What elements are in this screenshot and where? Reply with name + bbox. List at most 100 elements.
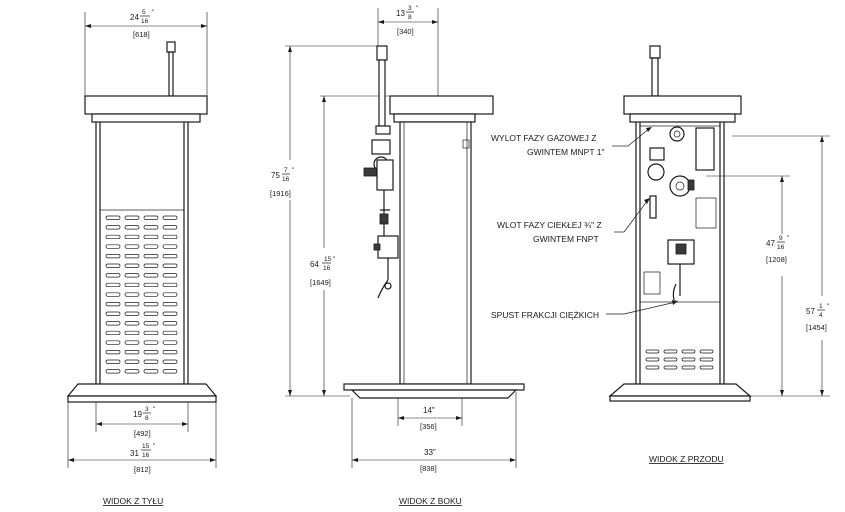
rear-base-width-den: 16 (142, 452, 150, 459)
side-cabinet-height-unit: " (333, 256, 336, 263)
side-view-label: WIDOK Z BOKU (399, 496, 462, 506)
louver-slot (124, 302, 140, 307)
louver-slot (105, 302, 121, 307)
side-base-width-mm: [838] (420, 464, 437, 473)
louver-slot (162, 311, 178, 316)
louver-slot (162, 225, 178, 230)
louver-slot (143, 311, 159, 316)
callout-heavy-drain: SPUST FRAKCJI CIĘŻKICH (491, 310, 599, 320)
front-gas-height-num: 1 (819, 303, 823, 310)
louver-slot (143, 282, 159, 288)
side-total-height-whole: 75 (271, 171, 280, 180)
louver-slot (143, 369, 159, 374)
rear-base-width-mm: [812] (134, 465, 151, 474)
louver-slot (681, 349, 696, 354)
front-view: 47 9 16 " [1208] 57 1 4 " [1454] WYLOT F… (491, 45, 843, 464)
rear-vent-louvers (105, 215, 178, 374)
louver-slot (105, 263, 121, 268)
louver-slot (162, 302, 178, 307)
louver-slot (162, 369, 178, 374)
louver-slot (143, 330, 159, 336)
louver-slot (162, 215, 178, 220)
front-gas-height-whole: 57 (806, 307, 815, 316)
side-cabinet-height-den: 16 (323, 265, 331, 272)
louver-slot (124, 234, 140, 240)
louver-slot (681, 365, 696, 370)
louver-slot (162, 359, 178, 364)
louver-slot (681, 357, 696, 362)
louver-slot (105, 215, 121, 220)
louver-slot (143, 225, 159, 230)
side-base-width: 33" (424, 448, 436, 457)
side-top-width-unit: " (416, 5, 419, 12)
louver-slot (124, 254, 140, 259)
louver-slot (645, 357, 660, 362)
louver-slot (124, 215, 140, 220)
side-top-width-mm: [340] (397, 27, 414, 36)
callout-gas-outlet-line1: WYLOT FAZY GAZOWEJ Z (491, 133, 596, 143)
front-liquid-height-num: 9 (779, 235, 783, 242)
louver-slot (162, 234, 178, 240)
louver-slot (645, 365, 660, 370)
side-top-width-num: 3 (408, 5, 412, 12)
side-cabinet-height-whole: 64 (310, 260, 319, 269)
louver-slot (699, 357, 714, 362)
louver-slot (124, 340, 140, 345)
louver-slot (105, 359, 121, 364)
louver-slot (105, 244, 121, 249)
louver-slot (105, 225, 121, 230)
callout-gas-outlet-line2: GWINTEM MNPT 1" (527, 147, 604, 157)
side-inner-width-mm: [356] (420, 422, 437, 431)
louver-slot (124, 330, 140, 336)
louver-slot (124, 244, 140, 249)
rear-base-width-whole: 31 (130, 449, 139, 458)
side-top-width-den: 8 (408, 14, 412, 21)
louver-slot (124, 311, 140, 316)
louver-slot (143, 263, 159, 268)
louver-slot (105, 292, 121, 297)
side-view: 13 3 8 " [340] 75 7 16 " [1916] 64 15 16… (268, 5, 525, 506)
louver-slot (143, 254, 159, 259)
louver-slot (162, 282, 178, 288)
louver-slot (143, 359, 159, 364)
louver-slot (645, 349, 660, 354)
callout-liquid-inlet-line2: GWINTEM FNPT (533, 234, 599, 244)
louver-slot (105, 273, 121, 278)
louver-slot (162, 273, 178, 278)
louver-slot (105, 311, 121, 316)
louver-slot (699, 349, 714, 354)
front-vent-louvers (645, 349, 714, 370)
louver-slot (124, 225, 140, 230)
side-total-height-mm: [1916] (270, 189, 291, 198)
rear-top-width-num: 5 (142, 9, 146, 16)
louver-slot (105, 350, 121, 355)
front-view-label: WIDOK Z PRZODU (649, 454, 724, 464)
louver-slot (143, 273, 159, 278)
louver-slot (124, 273, 140, 278)
front-liquid-height-whole: 47 (766, 239, 775, 248)
rear-view: 24 5 16 " [618] 19 3 8 " [492] (66, 9, 218, 506)
louver-slot (699, 365, 714, 370)
front-gas-height-mm: [1454] (806, 323, 827, 332)
louver-slot (124, 292, 140, 297)
louver-slot (105, 321, 121, 326)
louver-slot (162, 254, 178, 259)
louver-slot (663, 349, 678, 354)
rear-base-width-unit: " (153, 443, 156, 450)
louver-slot (162, 350, 178, 355)
louver-slot (124, 282, 140, 288)
rear-inner-width-mm: [492] (134, 429, 151, 438)
louver-slot (143, 244, 159, 249)
rear-top-width-den: 16 (141, 18, 149, 25)
side-inner-width: 14" (423, 406, 435, 415)
louver-slot (143, 234, 159, 240)
louver-slot (105, 282, 121, 288)
louver-slot (143, 292, 159, 297)
rear-inner-width-unit: " (153, 406, 156, 413)
louver-slot (124, 369, 140, 374)
front-liquid-height-unit: " (787, 235, 790, 242)
louver-slot (663, 365, 678, 370)
side-total-height-num: 7 (284, 167, 288, 174)
side-total-height-unit: " (292, 167, 295, 174)
